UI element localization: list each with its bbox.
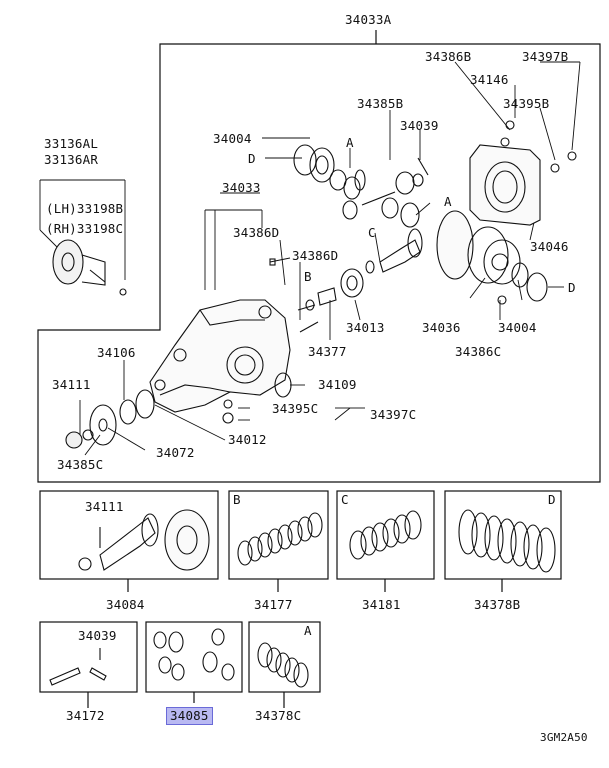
label-34106: 34106 bbox=[97, 345, 136, 360]
label-34397c: 34397C bbox=[370, 407, 417, 422]
label-letter-b-2: B bbox=[233, 492, 241, 507]
label-33136ar: 33136AR bbox=[44, 152, 99, 167]
spring-34177 bbox=[237, 512, 323, 566]
label-34013: 34013 bbox=[346, 320, 385, 335]
label-34033: 34033 bbox=[222, 180, 261, 195]
label-34084: 34084 bbox=[106, 597, 145, 612]
label-34109: 34109 bbox=[318, 377, 357, 392]
label-34085-highlighted[interactable]: 34085 bbox=[166, 707, 213, 725]
label-letter-b-1: B bbox=[304, 269, 312, 284]
label-rh-33198c: (RH)33198C bbox=[46, 221, 124, 236]
label-34046: 34046 bbox=[530, 239, 569, 254]
label-letter-c-2: C bbox=[341, 492, 349, 507]
spring-34378b bbox=[458, 509, 556, 573]
label-lh-33198b: (LH)33198B bbox=[46, 201, 124, 216]
label-34004-right: 34004 bbox=[498, 320, 537, 335]
label-34039-bottom: 34039 bbox=[78, 628, 117, 643]
label-34386b: 34386B bbox=[425, 49, 472, 64]
label-34395c: 34395C bbox=[272, 401, 319, 416]
label-letter-c-1: C bbox=[368, 225, 376, 240]
label-34172: 34172 bbox=[66, 708, 105, 723]
label-34004-top: 34004 bbox=[213, 131, 252, 146]
label-letter-d-3: D bbox=[548, 492, 556, 507]
label-34377: 34377 bbox=[308, 344, 347, 359]
subset-boxes bbox=[39, 490, 562, 708]
pin-and-gear-kits bbox=[49, 628, 235, 686]
label-34397b: 34397B bbox=[522, 49, 569, 64]
label-34039-top: 34039 bbox=[400, 118, 439, 133]
label-letter-a-1: A bbox=[346, 135, 354, 150]
label-34146: 34146 bbox=[470, 72, 509, 87]
label-letter-a-2: A bbox=[444, 194, 452, 209]
leader-lines bbox=[39, 61, 581, 456]
label-34378b: 34378B bbox=[474, 597, 521, 612]
label-34386d-1: 34386D bbox=[233, 225, 280, 240]
ring-pinion-set bbox=[78, 509, 210, 571]
label-34385b: 34385B bbox=[357, 96, 404, 111]
label-34386c: 34386C bbox=[455, 344, 502, 359]
label-33136al: 33136AL bbox=[44, 136, 99, 151]
label-letter-a-3: A bbox=[304, 623, 312, 638]
spring-34181 bbox=[349, 510, 422, 560]
label-letter-d-1: D bbox=[248, 151, 256, 166]
label-34072: 34072 bbox=[156, 445, 195, 460]
diagram-reference-code: 3GM2A50 bbox=[540, 731, 588, 744]
label-letter-d-2: D bbox=[568, 280, 576, 295]
label-34036: 34036 bbox=[422, 320, 461, 335]
label-34181: 34181 bbox=[362, 597, 401, 612]
label-34386d-2: 34386D bbox=[292, 248, 339, 263]
label-34395b: 34395B bbox=[503, 96, 550, 111]
springs bbox=[237, 509, 556, 688]
assembly-frame bbox=[37, 30, 601, 483]
label-34111-bottom: 34111 bbox=[85, 499, 124, 514]
label-34177: 34177 bbox=[254, 597, 293, 612]
label-34111-top: 34111 bbox=[52, 377, 91, 392]
spring-34378c bbox=[257, 642, 309, 688]
label-34033a: 34033A bbox=[345, 12, 392, 27]
label-34378c: 34378C bbox=[255, 708, 302, 723]
label-34385c: 34385C bbox=[57, 457, 104, 472]
assembly-parts bbox=[52, 120, 577, 449]
label-34012: 34012 bbox=[228, 432, 267, 447]
